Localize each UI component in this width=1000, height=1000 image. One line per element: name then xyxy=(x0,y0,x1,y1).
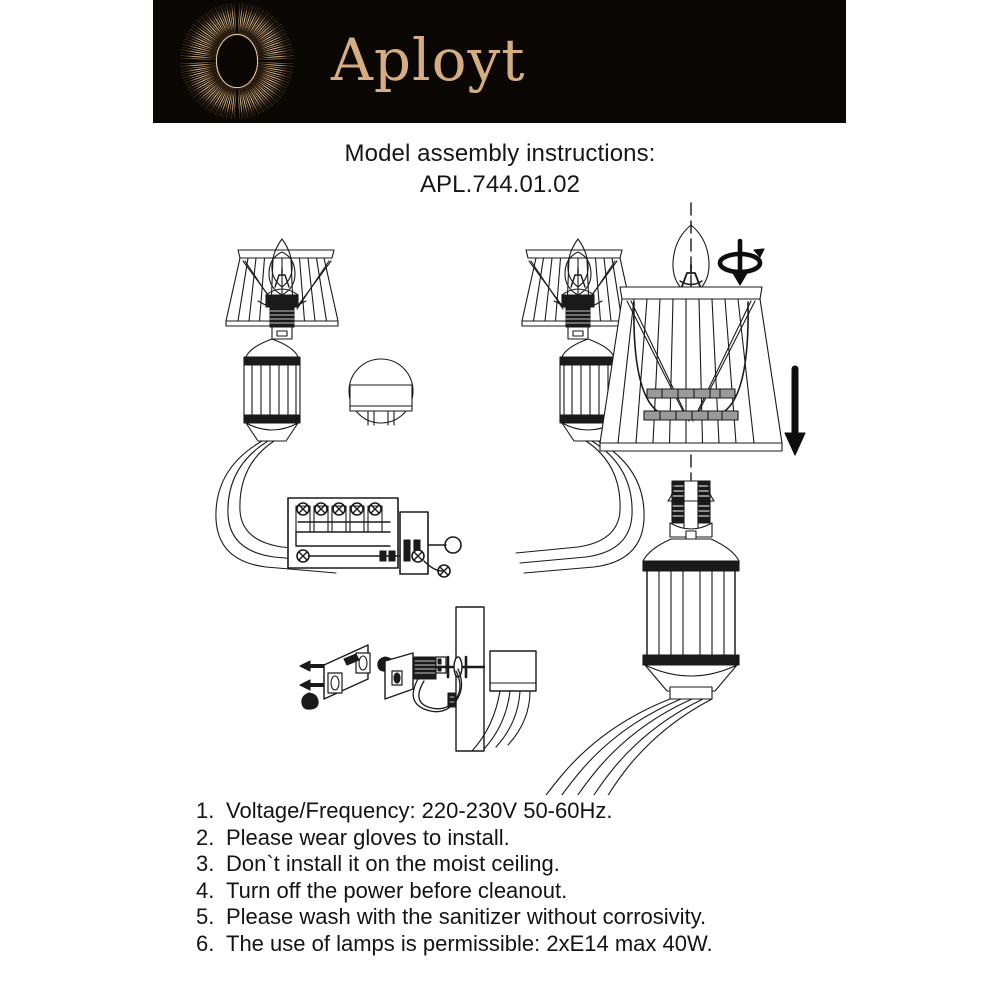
list-item-number: 5. xyxy=(196,904,215,930)
page-title: Model assembly instructions: APL.744.01.… xyxy=(0,138,1000,200)
down-arrow-icon xyxy=(784,365,806,456)
two-arm-wall-sconce xyxy=(215,238,645,574)
list-item-text: The use of lamps is permissible: 2xE14 m… xyxy=(226,930,713,956)
list-item: 2. Please wear gloves to install. xyxy=(196,825,896,852)
list-item: 3. Don`t install it on the moist ceiling… xyxy=(196,851,896,878)
safety-instruction-list: 1. Voltage/Frequency: 220-230V 50-60Hz. … xyxy=(196,798,896,958)
list-item-text: Turn off the power before cleanout. xyxy=(226,877,568,903)
list-item: 6. The use of lamps is permissible: 2xE1… xyxy=(196,931,896,958)
title-model-code: APL.744.01.02 xyxy=(419,171,581,198)
list-item-text: Voltage/Frequency: 220-230V 50-60Hz. xyxy=(226,798,613,823)
assembly-diagram xyxy=(0,195,1000,795)
wall-mounting-bracket xyxy=(299,606,537,752)
brand-wordmark: Aployt xyxy=(331,26,526,94)
title-line-1: Model assembly instructions: xyxy=(344,140,656,167)
list-item-number: 4. xyxy=(196,877,215,903)
radiating-rays-icon xyxy=(516,0,846,123)
sunburst-logo-icon xyxy=(178,2,296,120)
list-item-number: 3. xyxy=(196,851,215,877)
wiring-terminal-block xyxy=(287,497,462,578)
list-item-text: Please wash with the sanitizer without c… xyxy=(226,904,707,930)
list-item-text: Please wear gloves to install. xyxy=(226,824,510,850)
lamp-shade-with-candle-bulb xyxy=(599,202,806,504)
list-item: 1. Voltage/Frequency: 220-230V 50-60Hz. xyxy=(196,798,896,825)
list-item-number: 2. xyxy=(196,824,215,850)
list-item-text: Don`t install it on the moist ceiling. xyxy=(226,851,560,877)
list-item-number: 1. xyxy=(196,798,215,823)
brand-banner: Aployt xyxy=(153,0,846,123)
list-item: 4. Turn off the power before cleanout. xyxy=(196,878,896,905)
list-item: 5. Please wash with the sanitizer withou… xyxy=(196,904,896,931)
list-item-number: 6. xyxy=(196,930,215,956)
lamp-socket-and-arm xyxy=(545,480,740,795)
